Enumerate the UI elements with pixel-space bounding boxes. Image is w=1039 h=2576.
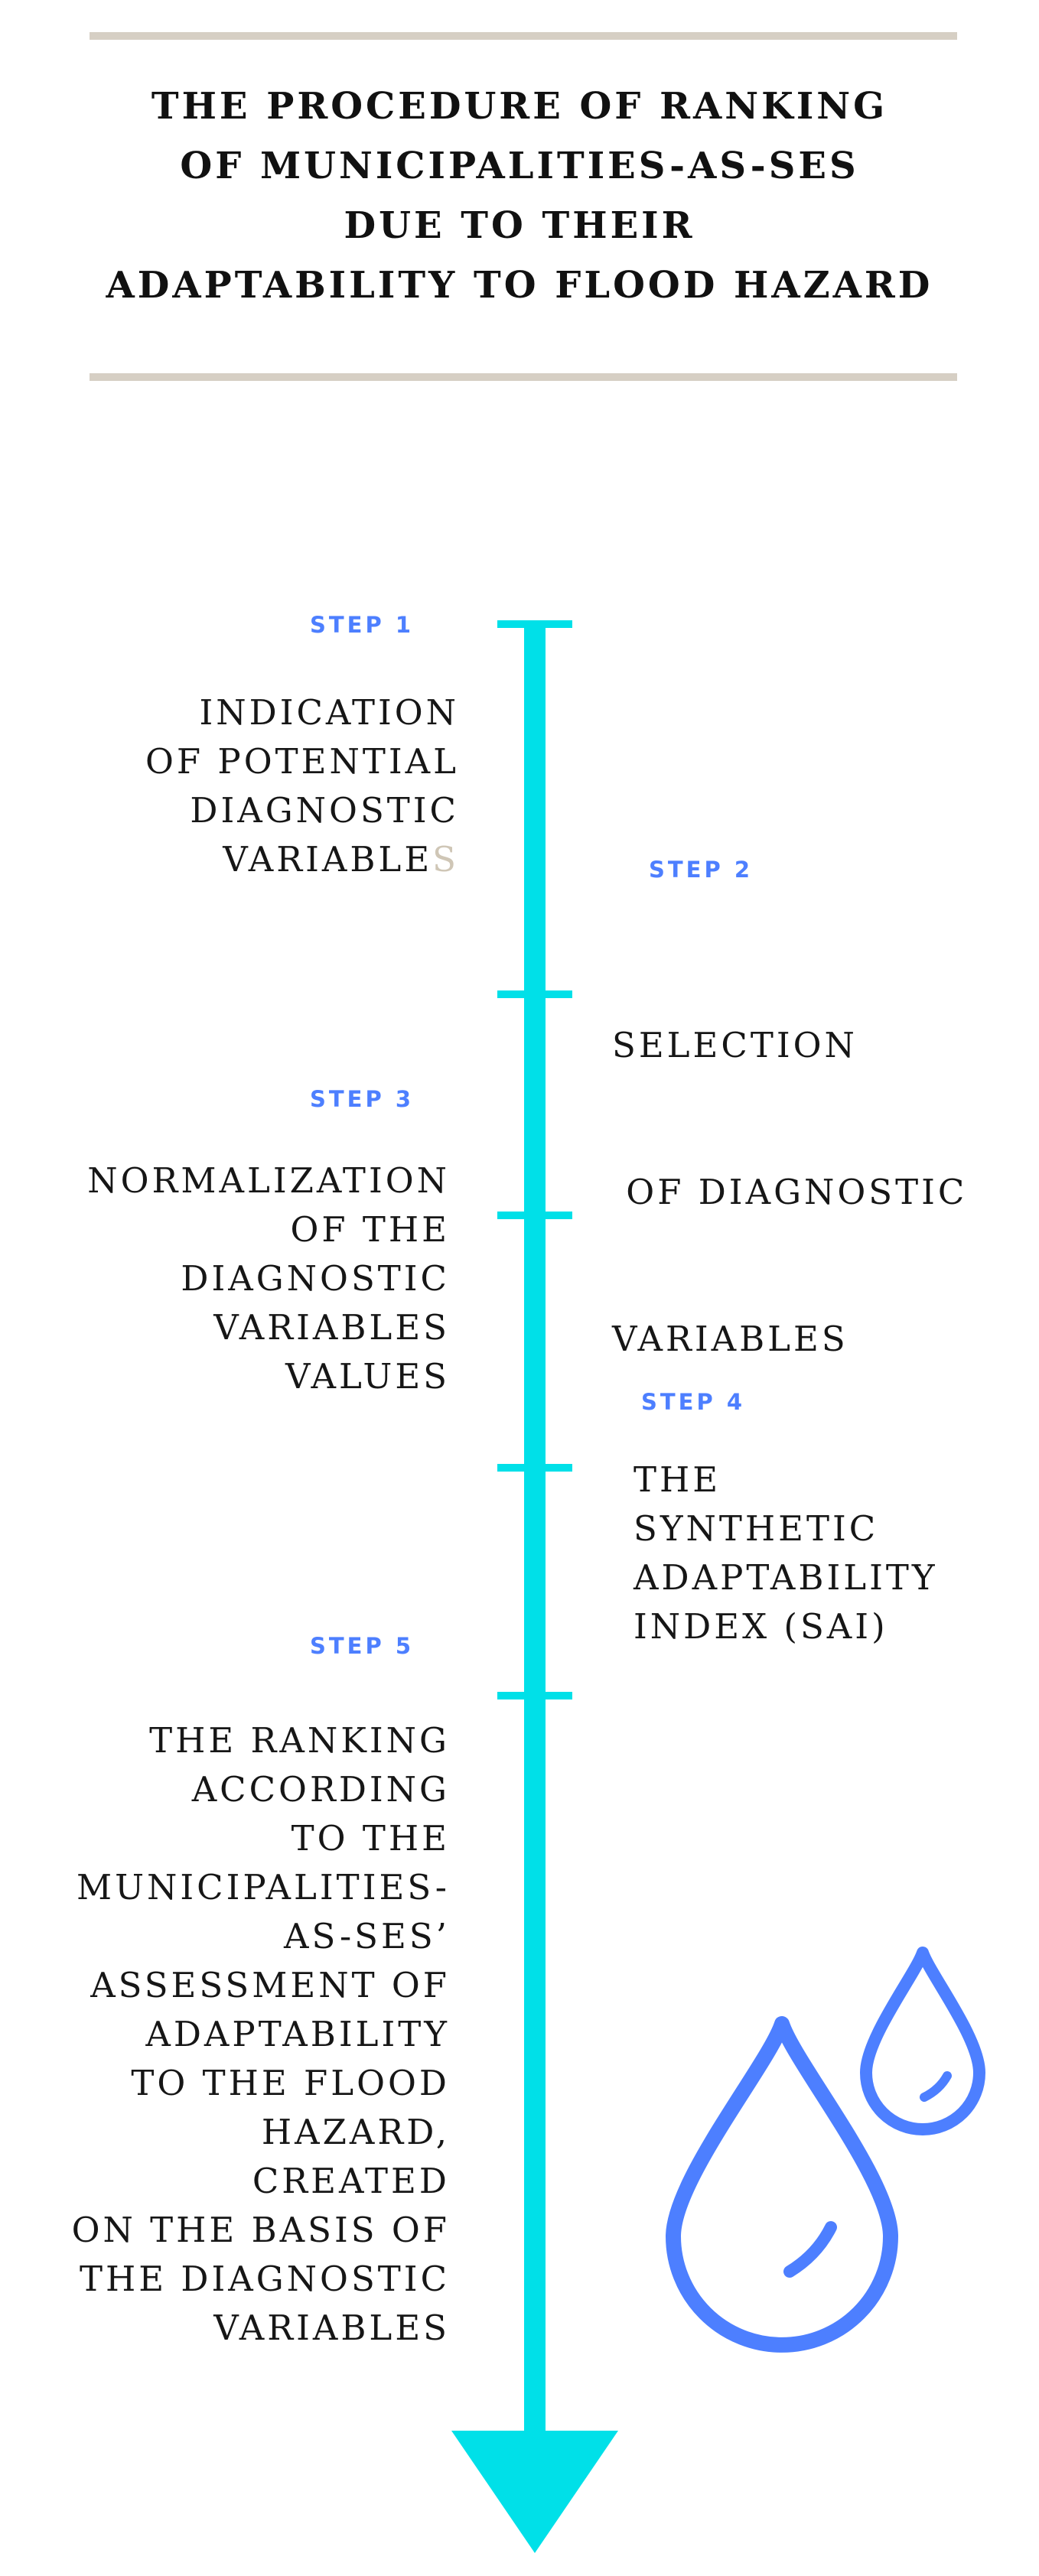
step-2-description: SELECTION OF DIAGNOSTIC VARIABLES [612, 923, 967, 1462]
step-2-label: STEP 2 [649, 857, 754, 883]
step-5-line: ADAPTABILITY [145, 2014, 450, 2054]
step-5-line: CREATED [252, 2161, 450, 2201]
step-1-line: INDICATION [199, 692, 459, 733]
step-5-line: AS-SES’ [284, 1916, 450, 1956]
step-4-line: SYNTHETIC [633, 1508, 879, 1549]
timeline-shaft [524, 623, 546, 2440]
step-5-line: MUNICIPALITIES- [77, 1867, 450, 1908]
step-1-label: STEP 1 [310, 612, 415, 638]
large-drop-highlight [783, 2221, 837, 2278]
step-5-line: VARIABLES [213, 2308, 450, 2348]
title-line: ADAPTABILITY TO FLOOD HAZARD [106, 264, 933, 307]
step-4-description: THE SYNTHETIC ADAPTABILITY INDEX (SAI) [633, 1456, 938, 1651]
timeline-tick-step-4 [497, 1464, 572, 1472]
step-2-line: VARIABLES [612, 1319, 848, 1359]
step-3-line: NORMALIZATION [87, 1160, 450, 1201]
step-4-line: INDEX (SAI) [633, 1606, 888, 1647]
step-5-description: THE RANKING ACCORDING TO THE MUNICIPALIT… [72, 1716, 450, 2353]
step-2-line: SELECTION [612, 1025, 858, 1065]
step-2-line: OF DIAGNOSTIC [612, 1172, 968, 1212]
title-line: DUE TO THEIR [344, 204, 695, 247]
step-4-line: ADAPTABILITY [633, 1557, 938, 1598]
title-line: THE PROCEDURE OF RANKING [151, 85, 888, 128]
timeline-arrowhead [451, 2431, 618, 2553]
small-drop-outline [860, 1947, 985, 2135]
step-1-faint-letter: S [432, 839, 459, 880]
timeline-tick-step-5 [497, 1692, 572, 1699]
small-drop-highlight [920, 2071, 952, 2102]
step-1-line: OF POTENTIAL [145, 741, 459, 782]
title-line: OF MUNICIPALITIES-AS-SES [180, 145, 859, 187]
step-5-line: ON THE BASIS OF [71, 2210, 450, 2250]
timeline-tick-step-3 [497, 1212, 572, 1219]
step-1-line: DIAGNOSTIC [190, 790, 459, 831]
step-5-line: TO THE FLOOD [131, 2063, 450, 2103]
timeline-tick-step-1 [497, 620, 572, 628]
step-5-line: HAZARD, [261, 2112, 450, 2152]
step-1-description: INDICATION OF POTENTIAL DIAGNOSTIC VARIA… [145, 688, 459, 884]
timeline-tick-step-2 [497, 990, 572, 998]
step-5-line: ACCORDING [191, 1769, 450, 1810]
step-4-line: THE [633, 1459, 721, 1500]
step-5-line: ASSESSMENT OF [90, 1965, 450, 2005]
step-3-line: VARIABLES [213, 1307, 450, 1348]
diagram-title: THE PROCEDURE OF RANKING OF MUNICIPALITI… [61, 76, 978, 315]
top-divider [90, 32, 957, 40]
step-3-line: VALUES [285, 1356, 450, 1397]
step-1-line-text: VARIABLE [223, 839, 433, 880]
step-5-line: THE RANKING [149, 1720, 450, 1761]
large-drop-outline [666, 2016, 898, 2353]
step-5-line: THE DIAGNOSTIC [79, 2259, 450, 2299]
step-3-line: DIAGNOSTIC [181, 1258, 450, 1299]
step-4-label: STEP 4 [641, 1389, 746, 1415]
step-3-label: STEP 3 [310, 1086, 415, 1112]
bottom-divider [90, 373, 957, 381]
step-3-description: NORMALIZATION OF THE DIAGNOSTIC VARIABLE… [87, 1156, 450, 1401]
step-5-line: TO THE [291, 1818, 450, 1859]
step-3-line: OF THE [290, 1209, 450, 1250]
step-5-label: STEP 5 [310, 1633, 415, 1659]
step-1-line: VARIABLES [145, 835, 459, 884]
